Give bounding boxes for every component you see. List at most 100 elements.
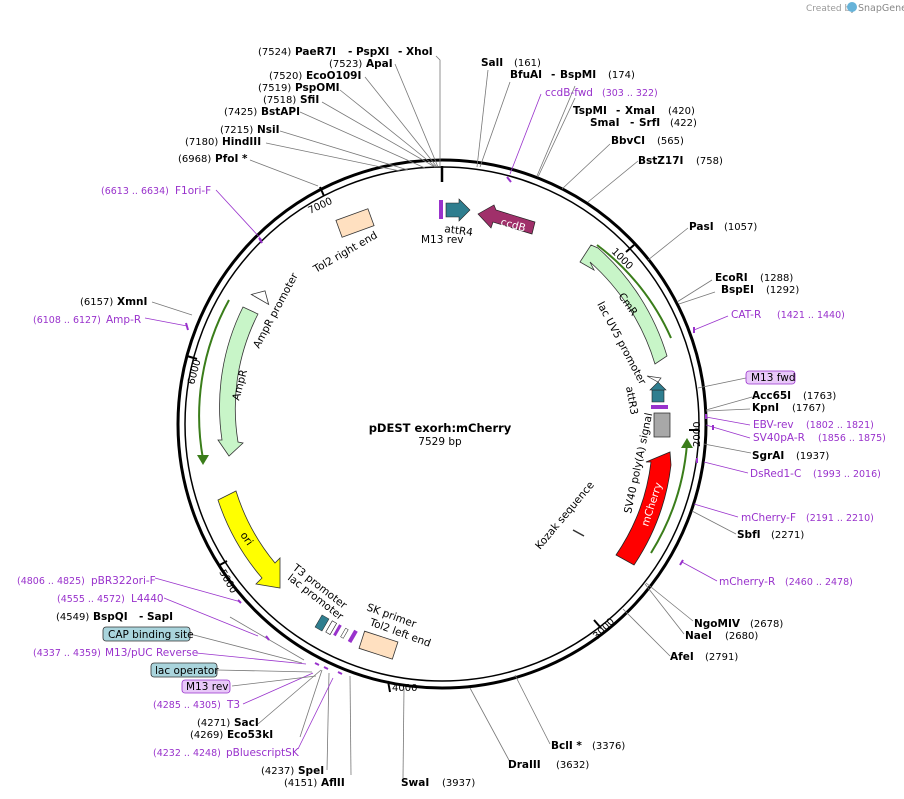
enzyme-swai[interactable]: SwaI — [401, 777, 429, 789]
enzyme-xmni[interactable]: XmnI — [117, 296, 147, 308]
enzyme-ngomiv[interactable]: NgoMIV — [694, 618, 741, 630]
enzyme-saci[interactable]: SacI — [234, 717, 259, 729]
enzyme-pos: (7425) — [224, 107, 257, 118]
enzyme-naei[interactable]: NaeI — [685, 630, 712, 642]
enzyme-sapi[interactable]: SapI — [147, 611, 173, 623]
enzyme-ecori[interactable]: EcoRI — [715, 272, 748, 284]
feature-ori[interactable]: ori — [217, 490, 281, 589]
enzyme-eco53ki[interactable]: Eco53kI — [227, 729, 273, 741]
enzyme-smai[interactable]: SmaI — [590, 117, 620, 129]
enzyme-sali[interactable]: SalI — [481, 57, 503, 69]
enzyme-xmai[interactable]: XmaI — [625, 105, 655, 117]
primer-mark-m13fwd — [651, 405, 668, 409]
enzyme-pasi[interactable]: PasI — [689, 221, 714, 233]
enzyme-bspqi[interactable]: BspQI — [93, 611, 128, 623]
enzyme-bspei[interactable]: BspEI — [721, 284, 754, 296]
primer-pos: (4285 .. 4305) — [153, 700, 221, 711]
primer-box — [745, 370, 796, 385]
primer-pbr322ori-f[interactable]: pBR322ori-F — [91, 575, 156, 587]
enzyme-pspomi[interactable]: PspOMI — [295, 82, 340, 94]
primer-f1ori-f[interactable]: F1ori-F — [175, 185, 211, 197]
enzyme-pos: (4549) — [56, 612, 89, 623]
primer-dsred1-c[interactable]: DsRed1-C — [750, 468, 801, 480]
enzyme-pos: (7180) — [185, 137, 218, 148]
feature-ccdb[interactable]: ccdB — [477, 204, 536, 234]
enzyme-draiii[interactable]: DraIII — [508, 759, 541, 771]
enzyme-bstapi[interactable]: BstAPI — [261, 106, 300, 118]
enzyme-ecoo109i[interactable]: EcoO109I — [306, 70, 361, 82]
enzyme-pos: (758) — [696, 156, 723, 167]
enzyme-pos: (3632) — [556, 760, 589, 771]
feature-cluster-marks[interactable] — [314, 614, 358, 644]
enzyme-aflii[interactable]: AflII — [321, 777, 345, 789]
tick-2000: 2000 — [692, 422, 703, 447]
enzyme-nsii[interactable]: NsiI — [257, 124, 280, 136]
enzyme-hindiii[interactable]: HindIII — [222, 136, 261, 148]
enzyme-pos: (2791) — [705, 652, 738, 663]
enzyme-bspmi[interactable]: BspMI — [560, 69, 596, 81]
enzyme-pspxi[interactable]: PspXI — [356, 46, 389, 58]
feature-attr3[interactable] — [649, 381, 667, 403]
feature-lac-operator[interactable]: lac operator — [155, 665, 219, 677]
primer-labels: ccdB-fwd (303 .. 322) CAT-R (1421 .. 144… — [17, 87, 886, 759]
lac-operator-box — [150, 662, 218, 678]
primer-m13-puc-reverse[interactable]: M13/pUC Reverse — [105, 647, 198, 659]
enzyme-bbvci[interactable]: BbvCI — [611, 135, 645, 147]
feature-kozak-label: Kozak sequence — [533, 479, 597, 552]
feature-sv40-polya[interactable] — [653, 412, 671, 438]
enzyme-sgrai[interactable]: SgrAI — [752, 450, 784, 462]
enzyme-bfuai[interactable]: BfuAI — [510, 69, 542, 81]
enzyme-pos: (1057) — [724, 222, 757, 233]
primer-ebv-rev[interactable]: EBV-rev — [753, 419, 794, 431]
primer-ccdb-fwd[interactable]: ccdB-fwd — [545, 87, 593, 99]
feature-ampr-promoter[interactable] — [250, 286, 273, 306]
feature-ampr[interactable]: AmpR — [217, 306, 259, 457]
feature-tol2-right[interactable] — [335, 208, 375, 238]
enzyme-xhoi[interactable]: XhoI — [406, 46, 433, 58]
primer-l4440[interactable]: L4440 — [131, 593, 164, 605]
enzyme-pos: (6157) — [80, 297, 113, 308]
enzyme-pos: (161) — [514, 58, 541, 69]
credit-prefix: Created by — [806, 4, 856, 14]
feature-cap-binding-site[interactable]: CAP binding site — [108, 629, 194, 641]
primer-amp-r[interactable]: Amp-R — [106, 314, 141, 326]
primer-cat-r[interactable]: CAT-R — [731, 309, 761, 321]
enzyme-paer7i[interactable]: PaeR7I — [295, 46, 336, 58]
feature-lac-uv5-mark[interactable] — [646, 375, 662, 383]
enzyme-labels: (7524) PaeR7I - PspXI - XhoI (7523) ApaI… — [56, 46, 836, 789]
primer-mcherry-r[interactable]: mCherry-R — [719, 576, 775, 588]
enzyme-apai[interactable]: ApaI — [366, 58, 393, 70]
primer-pos: (1421 .. 1440) — [777, 310, 845, 321]
enzyme-acc65i[interactable]: Acc65I — [752, 390, 791, 402]
enzyme-srfi[interactable]: SrfI — [639, 117, 660, 129]
primer-pbluescriptsk[interactable]: pBluescriptSK — [226, 747, 300, 759]
feature-attr4[interactable] — [445, 198, 471, 222]
plasmid-name: pDEST exorh:mCherry — [369, 421, 512, 435]
primer-box — [181, 679, 231, 694]
tick-4000: 4000 — [392, 683, 417, 694]
enzyme-afei[interactable]: AfeI — [670, 651, 694, 663]
enzyme-bcli[interactable]: BclI * — [551, 740, 582, 752]
enzyme-bstz17i[interactable]: BstZ17I — [638, 155, 683, 167]
enzyme-sfii[interactable]: SfiI — [300, 94, 319, 106]
primer-pos: (4232 .. 4248) — [153, 748, 221, 759]
cap-binding-box — [102, 626, 191, 642]
primer-sv40pa-r[interactable]: SV40pA-R — [753, 432, 805, 444]
primer-t3[interactable]: T3 — [226, 699, 240, 711]
feature-tol2-left[interactable] — [358, 630, 399, 660]
feature-attr3-label: attR3 — [623, 385, 640, 415]
enzyme-kpni[interactable]: KpnI — [752, 402, 779, 414]
enzyme-pos: (3376) — [592, 741, 625, 752]
feature-kozak-mark[interactable] — [572, 529, 585, 537]
primer-mcherry-f[interactable]: mCherry-F — [741, 512, 796, 524]
orf-arrow-mcherry — [650, 443, 688, 554]
enzyme-sbfi[interactable]: SbfI — [737, 529, 761, 541]
enzyme-pos: (4269) — [190, 730, 223, 741]
enzyme-pos: (1288) — [760, 273, 793, 284]
enzyme-leader-lines — [151, 55, 753, 779]
enzyme-spei[interactable]: SpeI — [298, 765, 324, 777]
enzyme-pfoi[interactable]: PfoI * — [215, 153, 248, 165]
primer-m13-rev[interactable]: M13 rev — [186, 681, 229, 693]
enzyme-tspmi[interactable]: TspMI — [573, 105, 607, 117]
primer-m13-fwd[interactable]: M13 fwd — [751, 372, 796, 384]
